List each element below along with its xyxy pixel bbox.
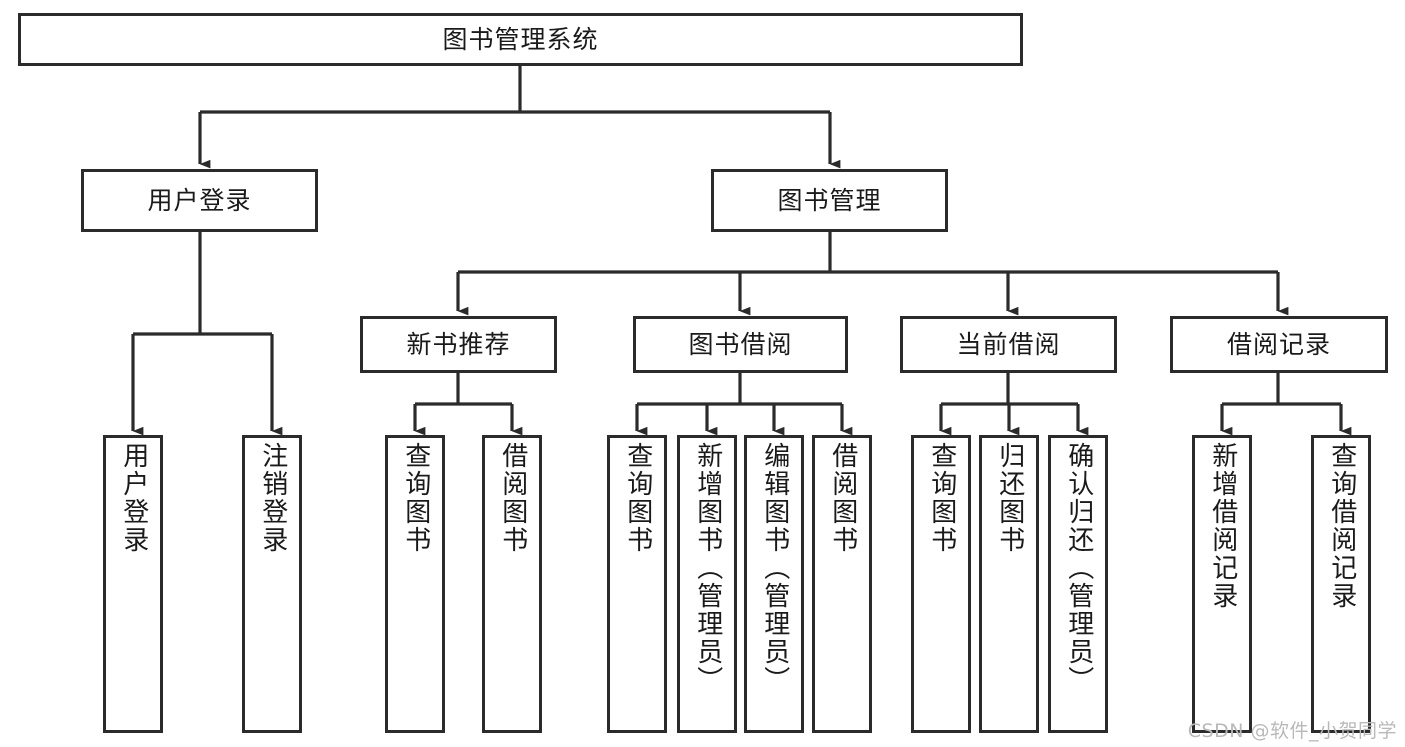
node-current-borrow[interactable]: 当前借阅 [900, 316, 1117, 373]
node-book-borrow[interactable]: 图书借阅 [633, 316, 848, 373]
node-leaf-return-book-label: 归还图书 [994, 442, 1025, 554]
node-new-book-rec-label: 新书推荐 [406, 329, 511, 359]
node-leaf-logout-login-label: 注销登录 [257, 442, 288, 554]
node-leaf-add-book[interactable]: 新增图书（管理员） [677, 435, 737, 733]
node-leaf-return-book[interactable]: 归还图书 [979, 435, 1039, 733]
node-new-book-rec[interactable]: 新书推荐 [360, 316, 557, 373]
node-borrow-record[interactable]: 借阅记录 [1170, 316, 1388, 373]
node-current-borrow-label: 当前借阅 [956, 329, 1061, 359]
node-leaf-add-book-label: 新增图书（管理员） [692, 442, 723, 694]
node-book-manage-label: 图书管理 [777, 185, 882, 215]
node-leaf-logout-login[interactable]: 注销登录 [242, 435, 302, 733]
node-leaf-add-record-label: 新增借阅记录 [1207, 442, 1238, 610]
node-leaf-query-record[interactable]: 查询借阅记录 [1311, 435, 1371, 733]
node-user-login-label: 用户登录 [147, 185, 252, 215]
node-leaf-borrow-book-1-label: 借阅图书 [497, 442, 528, 554]
node-leaf-query-record-label: 查询借阅记录 [1326, 442, 1357, 610]
node-leaf-query-book-3[interactable]: 查询图书 [911, 435, 971, 733]
node-leaf-query-book-3-label: 查询图书 [926, 442, 957, 554]
node-leaf-edit-book-label: 编辑图书（管理员） [759, 442, 790, 694]
node-leaf-user-login-label: 用户登录 [118, 442, 149, 554]
watermark: CSDN @软件_小贺同学 [1187, 720, 1397, 742]
node-borrow-record-label: 借阅记录 [1226, 329, 1331, 359]
node-leaf-query-book-1-label: 查询图书 [400, 442, 431, 554]
node-leaf-borrow-book-1[interactable]: 借阅图书 [482, 435, 542, 733]
node-book-manage[interactable]: 图书管理 [711, 169, 948, 232]
node-leaf-add-record[interactable]: 新增借阅记录 [1192, 435, 1252, 733]
node-leaf-user-login[interactable]: 用户登录 [103, 435, 163, 733]
node-leaf-query-book-1[interactable]: 查询图书 [385, 435, 445, 733]
node-leaf-query-book-2-label: 查询图书 [622, 442, 653, 554]
node-leaf-confirm-return[interactable]: 确认归还（管理员） [1048, 435, 1108, 733]
node-root[interactable]: 图书管理系统 [18, 13, 1023, 66]
node-leaf-confirm-return-label: 确认归还（管理员） [1063, 442, 1094, 694]
node-leaf-query-book-2[interactable]: 查询图书 [607, 435, 667, 733]
node-root-label: 图书管理系统 [442, 24, 599, 54]
node-leaf-borrow-book-2-label: 借阅图书 [827, 442, 858, 554]
node-user-login[interactable]: 用户登录 [81, 169, 318, 232]
node-leaf-borrow-book-2[interactable]: 借阅图书 [812, 435, 872, 733]
node-book-borrow-label: 图书借阅 [688, 329, 793, 359]
node-leaf-edit-book[interactable]: 编辑图书（管理员） [744, 435, 804, 733]
